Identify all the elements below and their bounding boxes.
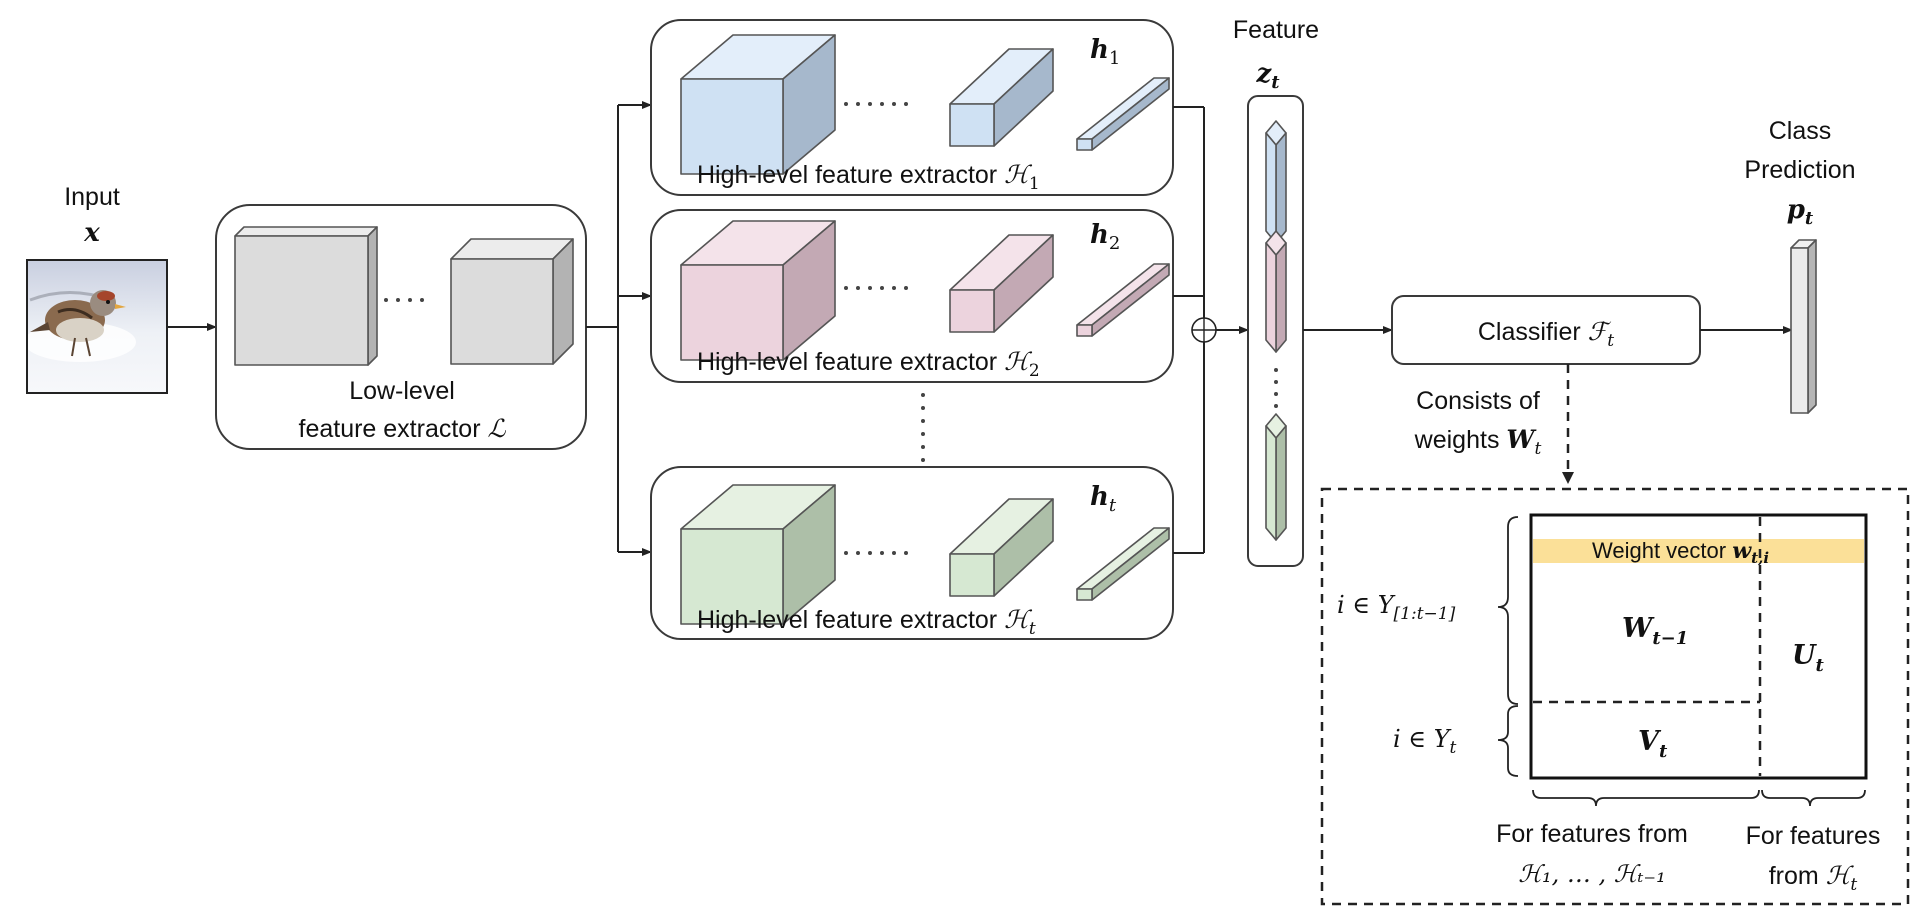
branch-connectors [586,101,652,556]
row-label-2: i ∈ Yt [1393,725,1457,758]
high-level-2-cube-medium [949,234,1054,333]
high-level-extractor-2: h2 High-level feature extractor ℋ2 [650,209,1174,383]
column-label-2-line2: from ℋt [1769,861,1858,895]
high-level-2-feature-bar [1076,263,1170,337]
matrix-w-prev: Wt−1 [1622,613,1688,649]
input-group: Input x [24,183,168,394]
weight-matrix-dashed-border [1320,487,1910,906]
high-level-t-cube-medium [949,498,1054,597]
weight-vector-highlight [1533,539,1864,563]
high-level-1-feature-bar [1076,77,1170,151]
high-level-1-cube-large [680,34,836,175]
feature-vector-group: Feature zt [1233,16,1319,567]
feature-segment-ht [1265,413,1287,541]
weight-vector-label: Weight vector wt,i [1592,538,1769,567]
low-level-cube-2 [450,238,574,365]
matrix-v: Vt [1638,726,1668,762]
high-level-t-label: High-level feature extractor ℋt [697,605,1036,639]
high-level-t-feature-bar [1076,527,1170,601]
high-level-2-cube-large [680,220,836,361]
feature-h2-label: h2 [1090,220,1120,254]
feature-segment-h2 [1265,230,1287,353]
matrix-u: Ut [1792,640,1825,676]
high-level-2-ellipsis [844,286,908,290]
column-label-1-line2: ℋ₁, … , ℋₜ₋₁ [1518,860,1665,888]
prediction-variable: pt [1787,195,1814,229]
low-level-label-line2: feature extractor ℒ [299,414,507,443]
feature-vertical-ellipsis [1274,368,1278,408]
prediction-vector [1790,239,1817,414]
high-level-1-label: High-level feature extractor ℋ1 [697,160,1040,194]
consists-label-line1: Consists of [1416,387,1540,415]
column-label-1-line1: For features from [1496,820,1688,848]
low-level-ellipsis [384,298,424,302]
input-variable: x [83,218,100,248]
consists-label-line2: weights Wt [1414,425,1542,459]
high-level-extractor-1: h1 High-level feature extractor ℋ1 [650,19,1174,196]
merge-connectors [1173,106,1249,554]
high-level-vertical-ellipsis [921,393,925,462]
column-label-2-line1: For features [1746,822,1881,850]
column-brace-1 [1532,789,1760,807]
low-level-cube-1 [234,226,378,366]
high-level-2-label: High-level feature extractor ℋ2 [697,347,1040,381]
high-level-t-cube-large [680,484,836,625]
high-level-extractor-t: ht High-level feature extractor ℋt [650,466,1174,640]
column-brace-2 [1761,789,1866,807]
input-bird-image [24,259,168,394]
high-level-1-cube-medium [949,48,1054,147]
feature-h1-label: h1 [1090,35,1120,69]
prediction-group: Class Prediction pt [1744,117,1856,414]
classifier-label: Classifier ℱt [1478,317,1614,351]
prediction-label-line1: Class [1769,117,1832,145]
weight-matrix-panel: Weight vector wt,i Wt−1 Ut Vt i ∈ Y[1:t−… [1320,487,1910,906]
row-brace-1 [1497,516,1519,705]
high-level-1-ellipsis [844,102,908,106]
low-level-label-line1: Low-level [349,377,455,405]
low-level-extractor: Low-level feature extractor ℒ [215,204,587,450]
weights-annotation: Consists of weights Wt [1414,364,1574,484]
input-label: Input [64,183,120,211]
feature-variable: zt [1255,59,1280,93]
classifier: Classifier ℱt [1391,295,1701,365]
feature-ht-label: ht [1090,482,1117,516]
feature-label: Feature [1233,16,1319,44]
high-level-t-ellipsis [844,551,908,555]
prediction-label-line2: Prediction [1744,156,1855,184]
concat-symbol [1191,317,1217,343]
row-label-1: i ∈ Y[1:t−1] [1337,591,1456,624]
feature-segment-h1 [1265,120,1287,244]
row-brace-2 [1497,705,1519,777]
